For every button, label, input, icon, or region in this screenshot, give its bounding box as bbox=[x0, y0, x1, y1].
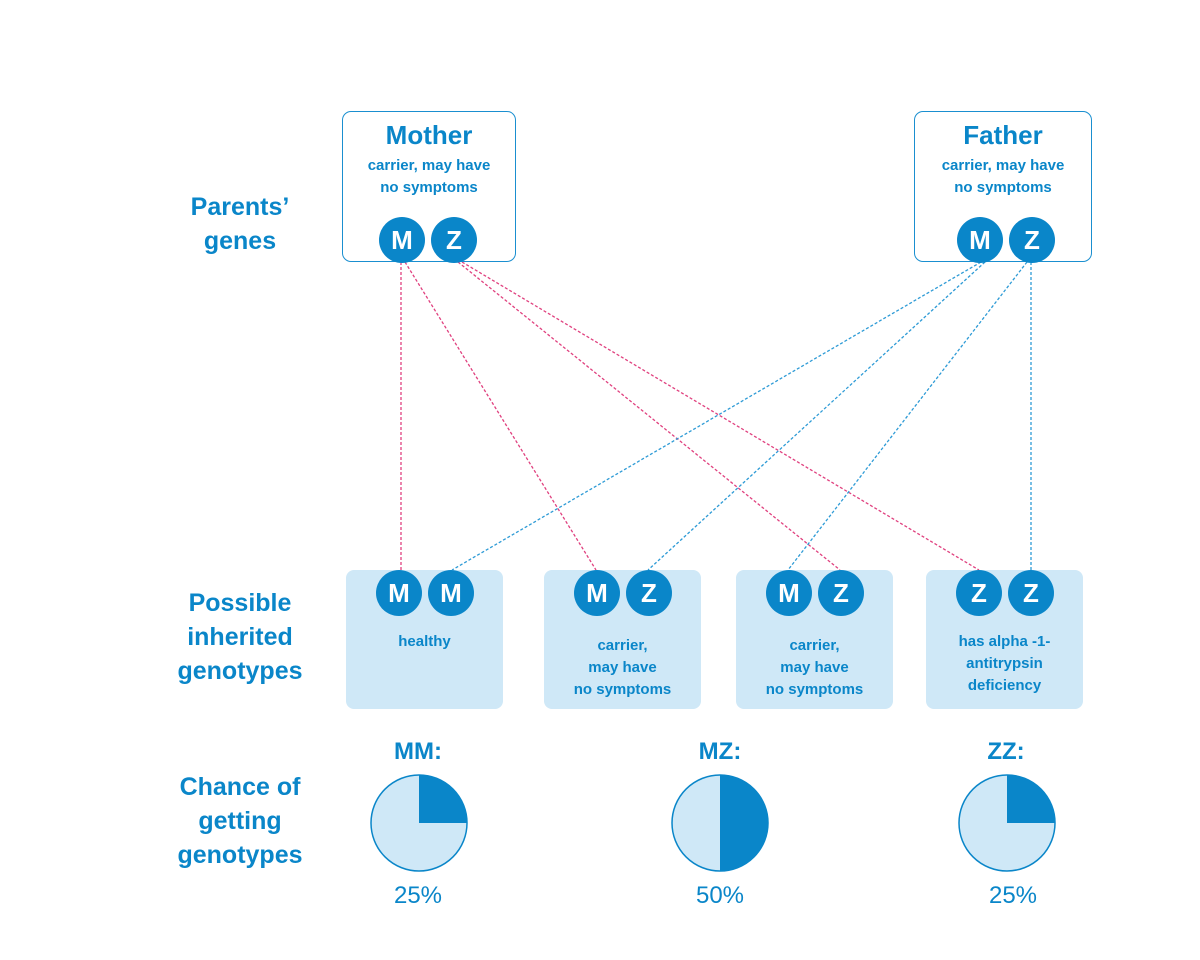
genotype-box-mz-1: M Z carrier, may have no symptoms bbox=[544, 570, 701, 709]
chance-label-mz: MZ: bbox=[698, 738, 742, 765]
link-father-m-to-mz1 bbox=[647, 261, 986, 571]
mother-allele-z: Z bbox=[431, 217, 477, 263]
pie-chart-zz bbox=[958, 774, 1056, 872]
father-allele-z: Z bbox=[1009, 217, 1055, 263]
genotype-box-zz: Z Z has alpha -1- antitrypsin deficiency bbox=[926, 570, 1083, 709]
genotype-box-mm: M M healthy bbox=[346, 570, 503, 709]
pie-mz-slice bbox=[720, 775, 768, 871]
chance-percent-zz: 25% bbox=[988, 882, 1038, 909]
pie-mm-slice bbox=[419, 775, 467, 823]
pie-zz-slice bbox=[1007, 775, 1055, 823]
mother-box: Mother carrier, may have no symptoms M Z bbox=[342, 111, 516, 263]
link-mother-m-to-mz1 bbox=[404, 261, 597, 571]
genotype-mz2-allele-2: Z bbox=[818, 570, 864, 616]
mother-title: Mother bbox=[385, 120, 473, 150]
chance-percent-mz: 50% bbox=[695, 882, 745, 909]
genotype-zz-allele-2: Z bbox=[1008, 570, 1054, 616]
chance-percent-mm: 25% bbox=[393, 882, 443, 909]
chance-label-mm: MM: bbox=[394, 738, 442, 765]
genotype-mm-allele-2: M bbox=[428, 570, 474, 616]
genotype-zz-allele-1: Z bbox=[956, 570, 1002, 616]
mother-description: carrier, may have no symptoms bbox=[367, 157, 491, 196]
father-allele-m: M bbox=[957, 217, 1003, 263]
row-label-possible-genotypes: Possible inherited genotypes bbox=[177, 589, 303, 685]
father-box: Father carrier, may have no symptoms M Z bbox=[914, 111, 1092, 263]
pie-chart-mm bbox=[370, 774, 468, 872]
genotype-mz1-allele-2: Z bbox=[626, 570, 672, 616]
link-mother-z-to-zz bbox=[461, 261, 980, 571]
genotype-mm-description: healthy bbox=[398, 633, 451, 650]
father-description: carrier, may have no symptoms bbox=[941, 157, 1065, 196]
father-title: Father bbox=[963, 120, 1043, 150]
genotype-zz-description: has alpha -1- antitrypsin deficiency bbox=[958, 633, 1051, 694]
link-mother-z-to-mz2 bbox=[457, 261, 841, 571]
link-father-m-to-mm bbox=[451, 261, 982, 571]
genotype-mz2-allele-1: M bbox=[766, 570, 812, 616]
link-father-z-to-mz2 bbox=[787, 261, 1028, 571]
genotype-mz1-allele-1: M bbox=[574, 570, 620, 616]
row-label-parents-genes: Parents’ genes bbox=[190, 193, 290, 255]
genotype-box-mz-2: M Z carrier, may have no symptoms bbox=[736, 570, 893, 709]
mother-allele-m: M bbox=[379, 217, 425, 263]
genotype-mz1-description: carrier, may have no symptoms bbox=[573, 637, 672, 698]
genotype-mm-allele-1: M bbox=[376, 570, 422, 616]
pie-chart-mz bbox=[671, 774, 769, 872]
chance-label-zz: ZZ: bbox=[987, 738, 1025, 765]
genotype-mz2-description: carrier, may have no symptoms bbox=[765, 637, 864, 698]
row-label-chance: Chance of getting genotypes bbox=[177, 773, 303, 869]
